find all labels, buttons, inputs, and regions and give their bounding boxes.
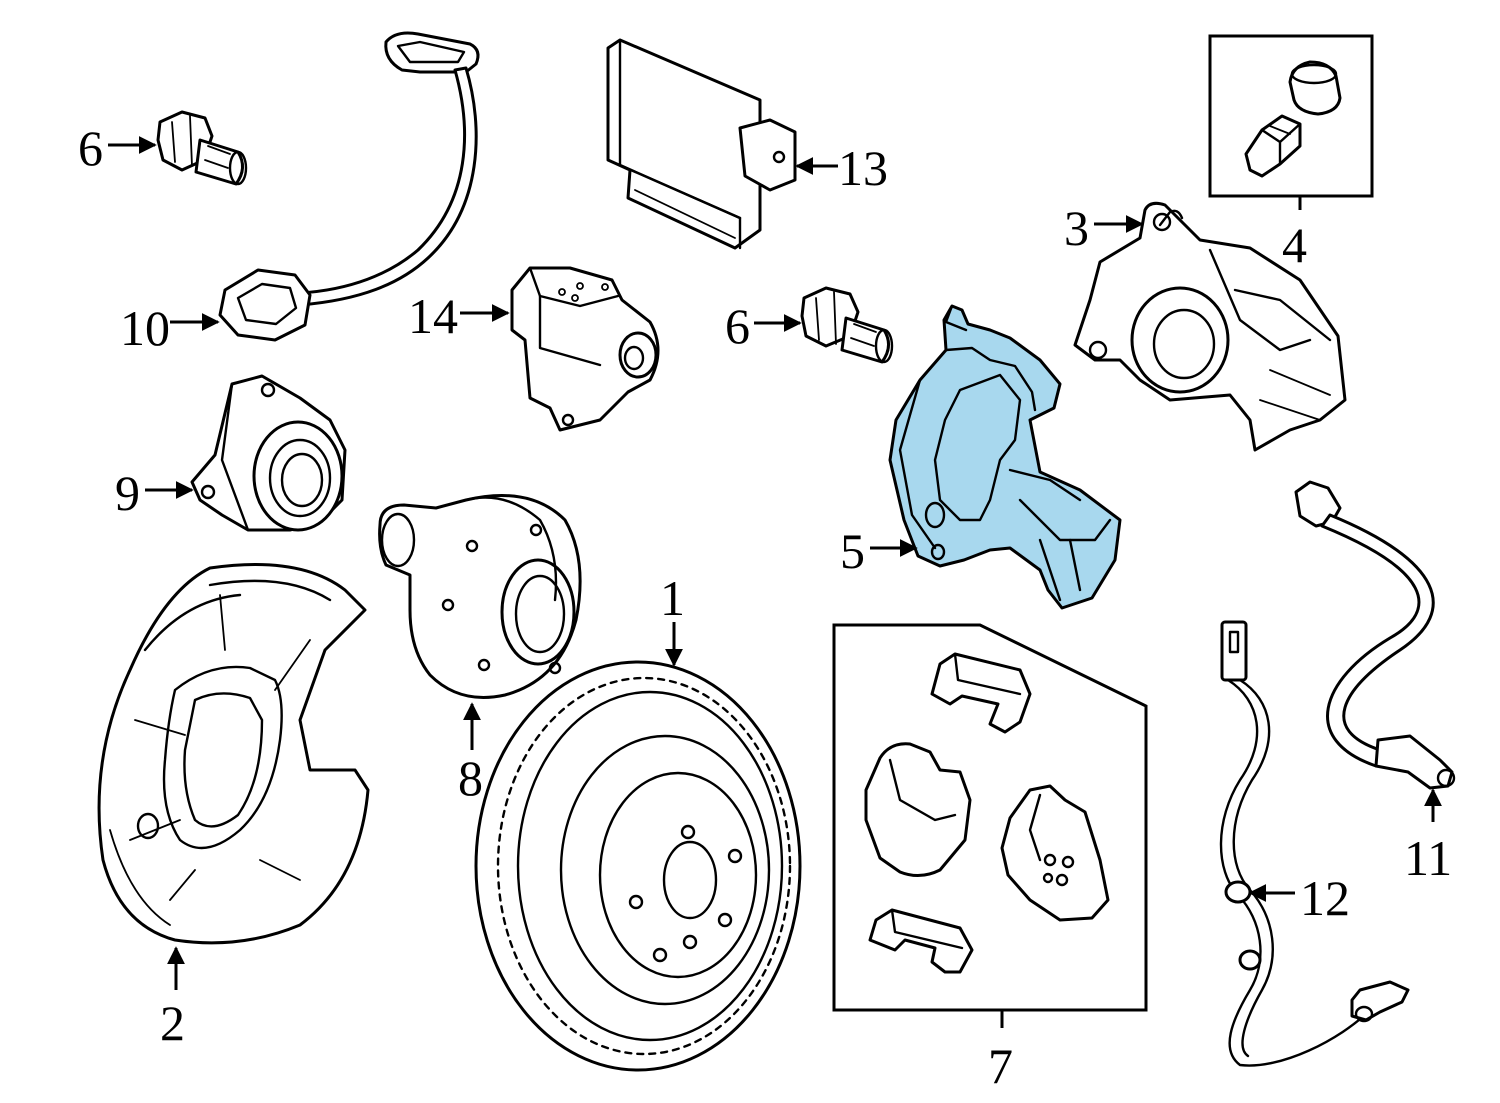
callout-12: 12	[1300, 870, 1350, 926]
bleeder-kit-part-4[interactable]	[1244, 60, 1342, 178]
callout-10: 10	[120, 300, 170, 356]
callout-11: 11	[1404, 830, 1452, 886]
caliper-bracket-part-5[interactable]	[888, 304, 1122, 610]
kit-box-part-7	[832, 623, 1148, 1012]
hub-part-8[interactable]	[378, 494, 582, 699]
wear-sensor-part-10[interactable]	[218, 31, 480, 342]
callout-7: 7	[988, 1038, 1013, 1094]
callout-14: 14	[408, 288, 458, 344]
dust-shield-part-2[interactable]	[97, 563, 370, 945]
caliper-housing-part-3[interactable]	[1073, 201, 1347, 452]
callout-8: 8	[458, 750, 483, 806]
callout-1: 1	[660, 570, 685, 626]
callout-2: 2	[160, 995, 185, 1051]
brake-pad-kit-part-7[interactable]	[864, 652, 1110, 974]
callout-6-middle: 6	[725, 298, 750, 354]
callout-4: 4	[1282, 217, 1307, 273]
callout-3: 3	[1064, 200, 1089, 256]
abs-sensor-part-12[interactable]	[1219, 620, 1410, 1067]
brake-hose-part-11[interactable]	[1294, 480, 1456, 790]
callout-13: 13	[838, 140, 888, 196]
bolt-part-6-top[interactable]	[156, 110, 248, 186]
kit-box-part-4	[1208, 34, 1374, 198]
callout-9: 9	[115, 465, 140, 521]
callout-5: 5	[840, 523, 865, 579]
callout-6-top: 6	[78, 120, 103, 176]
bolt-part-6-middle[interactable]	[800, 286, 894, 364]
wheel-bearing-part-9[interactable]	[190, 374, 347, 532]
brake-rotor-part-1[interactable]	[474, 660, 802, 1072]
control-module-part-13[interactable]	[606, 38, 797, 250]
actuator-part-14[interactable]	[510, 266, 660, 432]
